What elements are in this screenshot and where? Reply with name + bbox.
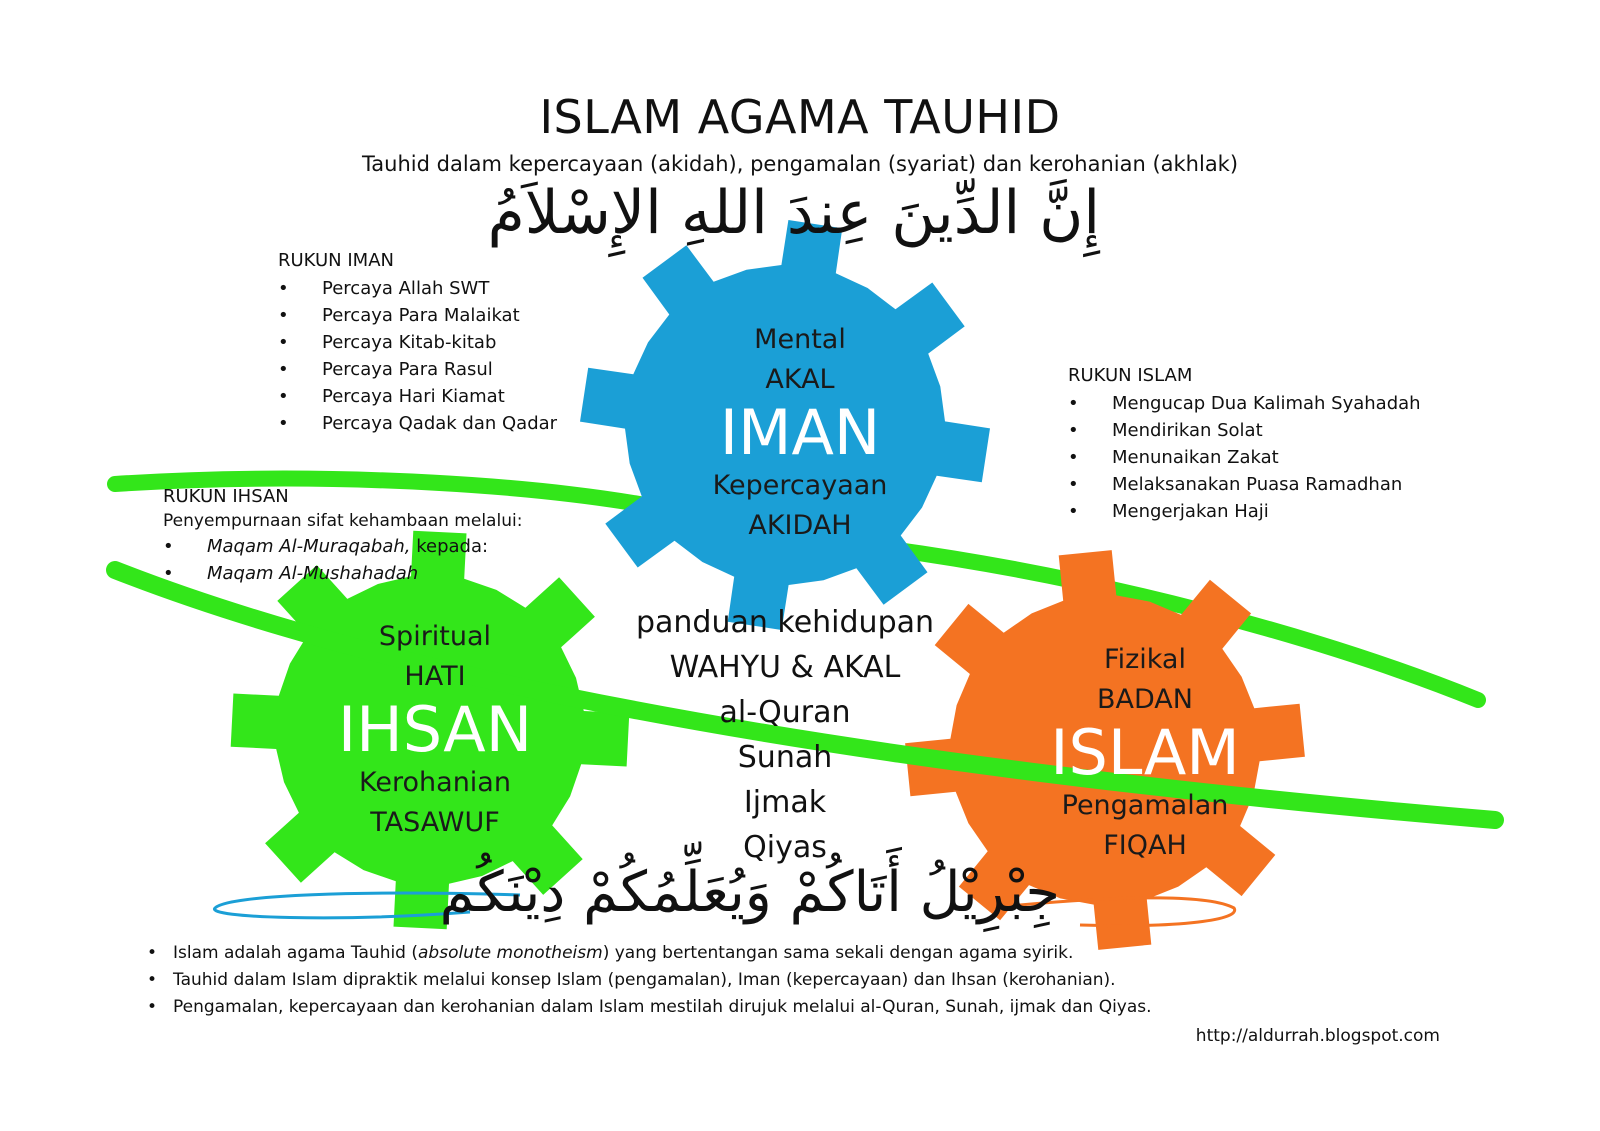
ihsan-line-kerohanian: Kerohanian <box>359 767 511 798</box>
source-url: http://aldurrah.blogspot.com <box>1195 1026 1440 1046</box>
center-line: Qiyas <box>743 830 827 865</box>
list-item: Menunaikan Zakat <box>1068 444 1421 471</box>
ihsan-line-tasawuf: TASAWUF <box>370 807 500 838</box>
footer-note: Pengamalan, kepercayaan dan kerohanian d… <box>145 994 1152 1021</box>
list-item: Percaya Allah SWT <box>278 275 557 302</box>
footer-list: Islam adalah agama Tauhid (absolute mono… <box>145 940 1152 1021</box>
ring-front <box>106 561 1504 829</box>
rukun-ihsan-heading: RUKUN IHSAN <box>163 486 289 507</box>
rukun-islam-list: Mengucap Dua Kalimah Syahadah Mendirikan… <box>1068 390 1421 525</box>
rukun-islam-heading: RUKUN ISLAM <box>1068 365 1193 386</box>
maqam-suffix: kepada: <box>410 536 489 557</box>
islam-name: ISLAM <box>1050 716 1240 789</box>
blue-swoosh <box>213 891 521 920</box>
page-subtitle: Tauhid dalam kepercayaan (akidah), penga… <box>361 152 1239 176</box>
maqam-name: Maqam Al-Mushahadah <box>207 563 419 584</box>
gear-iman-shape <box>580 220 990 630</box>
gear-ihsan-shape <box>230 530 630 930</box>
list-item: Mendirikan Solat <box>1068 417 1421 444</box>
note-text-end: ) yang bertentangan sama sekali dengan a… <box>602 943 1074 963</box>
list-item: Mengucap Dua Kalimah Syahadah <box>1068 390 1421 417</box>
rukun-iman-panel: RUKUN IMAN Percaya Allah SWT Percaya Par… <box>278 250 557 437</box>
iman-line-akal: AKAL <box>765 364 835 395</box>
rukun-ihsan-intro: Penyempurnaan sifat kehambaan melalui: <box>163 511 523 531</box>
footer-notes: Islam adalah agama Tauhid (absolute mono… <box>145 940 1152 1021</box>
center-line: WAHYU & AKAL <box>669 650 901 685</box>
islam-line-fiqah: FIQAH <box>1103 830 1187 861</box>
page-title: ISLAM AGAMA TAUHID <box>539 90 1061 144</box>
ihsan-name: IHSAN <box>337 693 533 766</box>
rukun-islam-panel: RUKUN ISLAM Mengucap Dua Kalimah Syahada… <box>1068 365 1421 525</box>
list-item: Percaya Qadak dan Qadar <box>278 410 557 437</box>
ihsan-line-hati: HATI <box>404 661 466 692</box>
list-item: Percaya Hari Kiamat <box>278 383 557 410</box>
center-line: panduan kehidupan <box>635 605 935 640</box>
rukun-ihsan-panel: RUKUN IHSAN Penyempurnaan sifat kehambaa… <box>163 486 522 587</box>
list-item: Maqam Al-Muraqabah, kepada: <box>163 533 522 560</box>
note-text: Islam adalah agama Tauhid ( <box>173 943 419 963</box>
iman-line-mental: Mental <box>754 324 846 355</box>
iman-gear-label: Mental AKAL IMAN Kepercayaan AKIDAH <box>670 320 930 546</box>
islam-gear <box>905 550 1305 950</box>
iman-line-kepercayaan: Kepercayaan <box>712 470 888 501</box>
note-emphasis: absolute monotheism <box>418 943 603 963</box>
islam-line-fizikal: Fizikal <box>1104 644 1186 675</box>
center-line: Sunah <box>737 740 833 775</box>
list-item: Percaya Para Rasul <box>278 356 557 383</box>
list-item: Maqam Al-Mushahadah <box>163 560 522 587</box>
footer-note: Tauhid dalam Islam dipraktik melalui kon… <box>145 967 1152 994</box>
note-text: Tauhid dalam Islam dipraktik melalui kon… <box>173 970 1116 990</box>
ihsan-line-spiritual: Spiritual <box>378 621 492 652</box>
islam-gear-label: Fizikal BADAN ISLAM Pengamalan FIQAH <box>1000 640 1290 866</box>
rukun-ihsan-list: Maqam Al-Muraqabah, kepada: Maqam Al-Mus… <box>163 533 522 587</box>
list-item: Mengerjakan Haji <box>1068 498 1421 525</box>
maqam-name: Maqam Al-Muraqabah, <box>207 536 411 557</box>
footer-note: Islam adalah agama Tauhid (absolute mono… <box>145 940 1152 967</box>
list-item: Percaya Para Malaikat <box>278 302 557 329</box>
list-item: Melaksanakan Puasa Ramadhan <box>1068 471 1421 498</box>
arabic-hadith-bottom: جِبْرِيْلُ أَتَاكُمْ وَيُعَلِّمُكُمْ دِي… <box>439 860 1060 925</box>
center-line: al-Quran <box>719 695 851 730</box>
islam-line-badan: BADAN <box>1097 684 1193 715</box>
rukun-iman-list: Percaya Allah SWT Percaya Para Malaikat … <box>278 275 557 437</box>
center-guidance: panduan kehidupan WAHYU & AKAL al-Quran … <box>620 600 950 870</box>
center-line: Ijmak <box>743 785 827 820</box>
iman-name: IMAN <box>719 396 881 469</box>
ihsan-gear-label: Spiritual HATI IHSAN Kerohanian TASAWUF <box>300 617 570 843</box>
islam-line-pengamalan: Pengamalan <box>1061 790 1229 821</box>
orange-swoosh <box>1019 896 1237 928</box>
arabic-verse-top: إِنَّ الدِّينَ عِندَ اللهِ الإِسْلاَمُ <box>487 178 1100 248</box>
rukun-iman-heading: RUKUN IMAN <box>278 250 394 271</box>
iman-gear <box>580 220 990 630</box>
note-text: Pengamalan, kepercayaan dan kerohanian d… <box>173 997 1152 1017</box>
ring-back <box>107 470 688 520</box>
gear-islam-shape <box>905 550 1305 950</box>
ihsan-gear <box>230 530 630 930</box>
list-item: Percaya Kitab-kitab <box>278 329 557 356</box>
iman-line-akidah: AKIDAH <box>748 510 852 541</box>
